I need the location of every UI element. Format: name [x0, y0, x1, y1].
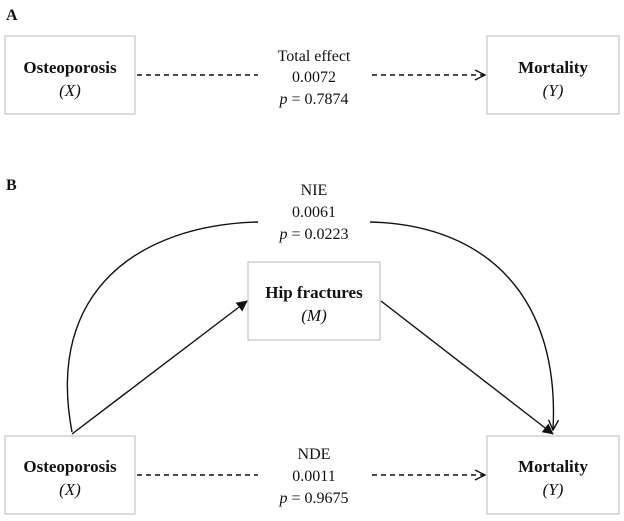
panel-b-nde-label: NDE 0.0011 p = 0.9675 [278, 446, 348, 507]
panel-b-exposure-box: Osteoporosis (X) [4, 435, 136, 515]
panel-a-outcome-box: Mortality (Y) [486, 35, 620, 115]
nie-value: 0.0061 [292, 204, 336, 221]
panel-b-nie-curve-right [369, 221, 553, 430]
panel-a-outcome-title: Mortality [518, 58, 588, 77]
panel-a-label: A [6, 7, 18, 24]
nde-title: NDE [298, 446, 331, 463]
nde-p-value: p = 0.9675 [278, 490, 348, 507]
panel-b-mediator-title: Hip fractures [265, 283, 363, 302]
total-effect-value: 0.0072 [292, 69, 336, 86]
nie-p-value: p = 0.0223 [278, 226, 348, 243]
panel-a-outcome-symbol: (Y) [543, 81, 564, 100]
panel-b-exposure-to-mediator-arrow [71, 300, 248, 435]
panel-b-outcome-symbol: (Y) [543, 480, 564, 499]
panel-a-total-effect-label: Total effect 0.0072 p = 0.7874 [278, 48, 351, 108]
panel-b-nie-label: NIE 0.0061 p = 0.0223 [278, 182, 348, 243]
panel-b-mediator-box: Hip fractures (M) [247, 261, 381, 341]
panel-b-exposure-symbol: (X) [59, 480, 81, 499]
panel-b-outcome-title: Mortality [518, 457, 588, 476]
panel-b-exposure-title: Osteoporosis [23, 457, 117, 476]
nie-title: NIE [301, 182, 328, 199]
total-effect-title: Total effect [278, 48, 351, 65]
nde-value: 0.0011 [292, 468, 335, 485]
panel-a-exposure-box: Osteoporosis (X) [4, 35, 136, 115]
panel-b-label: B [6, 177, 17, 194]
panel-a-exposure-symbol: (X) [59, 81, 81, 100]
panel-b-mediator-to-outcome-arrow [380, 300, 554, 435]
panel-b-mediator-symbol: (M) [301, 306, 327, 325]
total-effect-p-value: p = 0.7874 [278, 91, 348, 108]
panel-a-exposure-title: Osteoporosis [23, 58, 117, 77]
panel-b-nie-curve-left [66, 221, 259, 433]
panel-b-outcome-box: Mortality (Y) [486, 435, 620, 515]
